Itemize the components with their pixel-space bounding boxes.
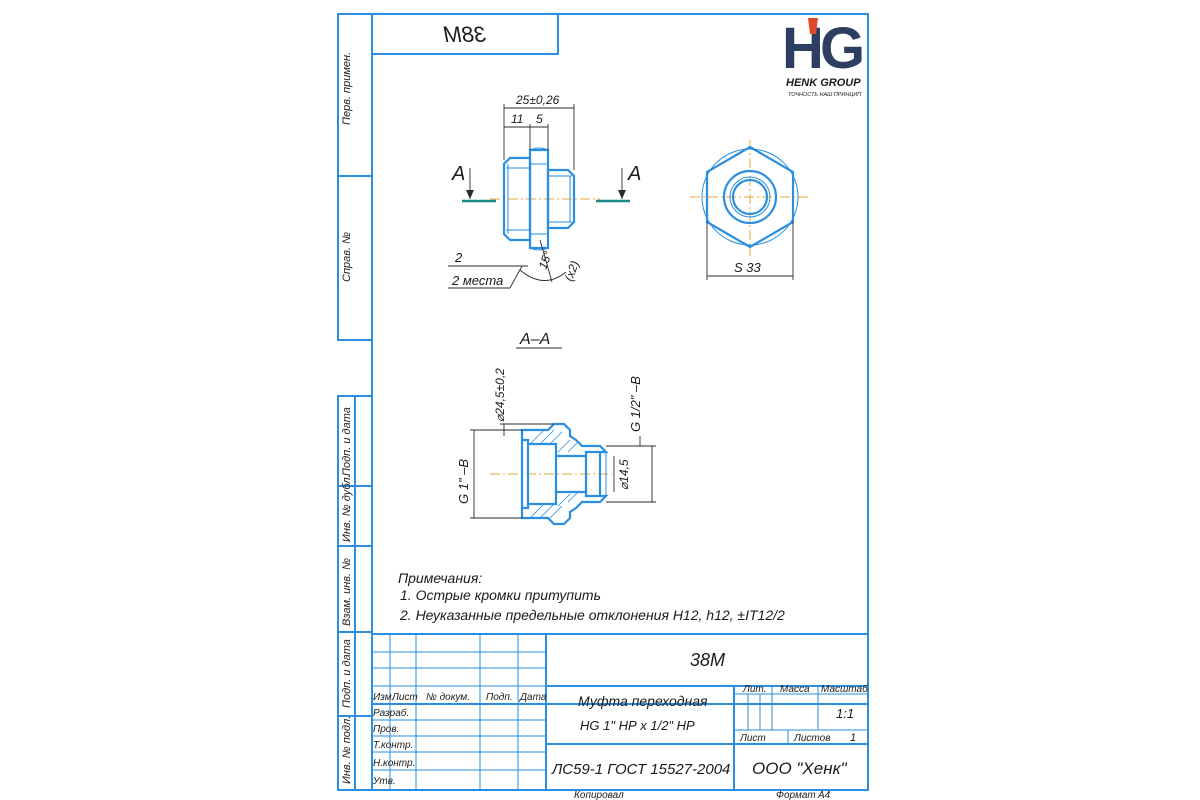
section-view: А–А ⌀24,5±0,2 — [456, 331, 656, 526]
logo-accent-icon — [808, 18, 818, 34]
side-label-podp-data-2: Подп. и дата — [341, 639, 353, 708]
thread-large: G 1" –B — [456, 459, 471, 504]
col-list: Лист — [391, 692, 418, 703]
wrench-size: S 33 — [734, 260, 762, 275]
dim-hex-length: 5 — [536, 112, 543, 126]
label-sheet: Лист — [739, 733, 766, 744]
col-izm: Изм. — [373, 692, 394, 703]
chamfer-size: 2 — [454, 250, 463, 265]
section-title: А–А — [519, 331, 550, 348]
notes-heading: Примечания: — [398, 570, 482, 586]
dia-outer: ⌀24,5±0,2 — [493, 368, 507, 422]
material: ЛС59-1 ГОСТ 15527-2004 — [551, 761, 730, 778]
row-prov: Пров. — [373, 724, 399, 735]
label-massa: Масса — [780, 684, 810, 695]
title-block: 38M Муфта переходная HG 1" НР х 1/2" НР … — [371, 633, 869, 800]
side-label-vzam-inv: Взам. инв. № — [341, 558, 353, 626]
end-view: S 33 — [690, 140, 810, 280]
label-kopiroval: Копировал — [574, 790, 624, 800]
col-dokum: № докум. — [426, 692, 470, 703]
label-masshtab: Масштаб — [821, 683, 868, 695]
col-data: Дата — [519, 692, 547, 703]
part-designation: HG 1" НР х 1/2" НР — [580, 718, 695, 733]
corner-code: 38M — [443, 22, 486, 47]
notes-line-1: 1. Острые кромки притупить — [400, 587, 601, 603]
chamfer-count: 2 места — [451, 273, 503, 288]
label-lit: Лит. — [742, 684, 766, 695]
sheet-frame — [337, 13, 869, 791]
logo-letter-h: H — [782, 16, 824, 81]
format-value: А4 — [817, 790, 831, 800]
chamfer-angle: 15° — [536, 249, 555, 271]
chamfer-angle-count: (x2) — [562, 259, 582, 283]
dim-total-length: 25±0,26 — [515, 93, 560, 107]
label-sheets: Листов — [793, 733, 830, 744]
dim-thread-length: 11 — [511, 112, 523, 126]
side-label-sprav: Справ. № — [341, 232, 353, 282]
henk-group-logo: H G HENK GROUP ТОЧНОСТЬ НАШ ПРИНЦИП — [782, 16, 865, 98]
section-mark-left: A — [451, 163, 465, 185]
section-mark-right: A — [627, 163, 641, 185]
row-utv: Утв. — [372, 776, 396, 787]
title-code: 38M — [690, 650, 725, 670]
part-name: Муфта переходная — [578, 693, 708, 709]
side-label-inv-podl: Инв. № подл. — [341, 716, 353, 784]
row-tkontr: Т.контр. — [373, 740, 413, 751]
label-format: Формат — [776, 790, 816, 800]
sheets-value: 1 — [850, 732, 856, 744]
side-labels: Перв. примен. Справ. № Подп. и дата Инв.… — [341, 52, 353, 784]
scale-value: 1:1 — [836, 706, 854, 721]
side-label-inv-dubl: Инв. № дубл. — [341, 474, 353, 542]
logo-company: HENK GROUP — [786, 77, 861, 89]
dia-inner: ⌀14,5 — [617, 459, 631, 490]
side-label-perv: Перв. примен. — [341, 52, 353, 125]
side-label-podp-data-1: Подп. и дата — [341, 407, 353, 476]
logo-slogan: ТОЧНОСТЬ НАШ ПРИНЦИП — [788, 92, 861, 98]
side-view: 25±0,26 11 5 A A 2 2 места 15° (x2) — [448, 93, 641, 289]
section-hatching — [529, 429, 579, 519]
notes: Примечания: 1. Острые кромки притупить 2… — [398, 570, 785, 623]
thread-small: G 1/2" –B — [628, 376, 643, 432]
notes-line-2: 2. Неуказанные предельные отклонения H12… — [399, 607, 785, 623]
company-name: ООО "Хенк" — [752, 759, 848, 778]
row-nkontr: Н.контр. — [373, 758, 415, 769]
row-razrab: Разраб. — [373, 707, 409, 719]
col-podp: Подп. — [486, 692, 513, 703]
logo-letter-g: G — [820, 16, 865, 81]
